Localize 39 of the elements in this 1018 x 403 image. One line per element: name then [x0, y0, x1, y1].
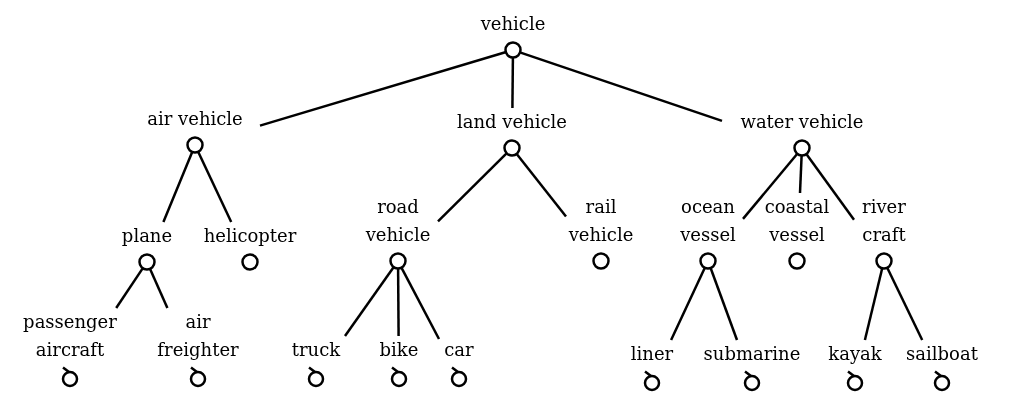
node-label: ocean vessel — [679, 195, 737, 247]
node-label: passenger aircraft — [22, 310, 118, 362]
node-label: truck — [291, 338, 341, 362]
node-label: river craft — [861, 195, 907, 247]
tree-line — [343, 266, 395, 337]
node-label: kayak — [828, 342, 882, 366]
tree-line — [149, 268, 169, 309]
node-label: road vehicle — [364, 195, 432, 247]
tree-line — [511, 58, 515, 108]
tree-line — [400, 267, 441, 340]
node-label: car — [444, 338, 474, 362]
node-label: sailboat — [906, 342, 978, 366]
node-label: plane — [121, 224, 173, 248]
tree-line — [396, 269, 400, 336]
tree-line — [437, 152, 508, 223]
node-label: land vehicle — [457, 110, 567, 134]
node-label: coastal vessel — [763, 195, 831, 247]
tree-line — [515, 153, 567, 218]
tree-line — [805, 153, 855, 221]
node-label: submarine — [703, 342, 801, 366]
tree-line — [669, 267, 706, 341]
tree-line — [863, 268, 884, 341]
node-label: rail vehicle — [567, 195, 635, 247]
node-label: vehicle — [480, 12, 546, 36]
tree-line — [520, 51, 723, 123]
node-label: helicopter — [203, 224, 297, 248]
tree-line — [886, 267, 924, 341]
node-label: liner — [630, 342, 674, 366]
tree-line — [709, 268, 739, 341]
tree-line — [259, 51, 506, 127]
node-label: bike — [379, 338, 419, 362]
tree-line — [742, 153, 798, 220]
node-label: air freighter — [157, 310, 239, 362]
node-label: water vehicle — [740, 110, 864, 134]
tree-line — [197, 151, 233, 223]
tree-line — [798, 155, 803, 194]
tree-line — [162, 151, 194, 223]
node-label: air vehicle — [147, 107, 243, 131]
tree-line — [115, 267, 144, 309]
